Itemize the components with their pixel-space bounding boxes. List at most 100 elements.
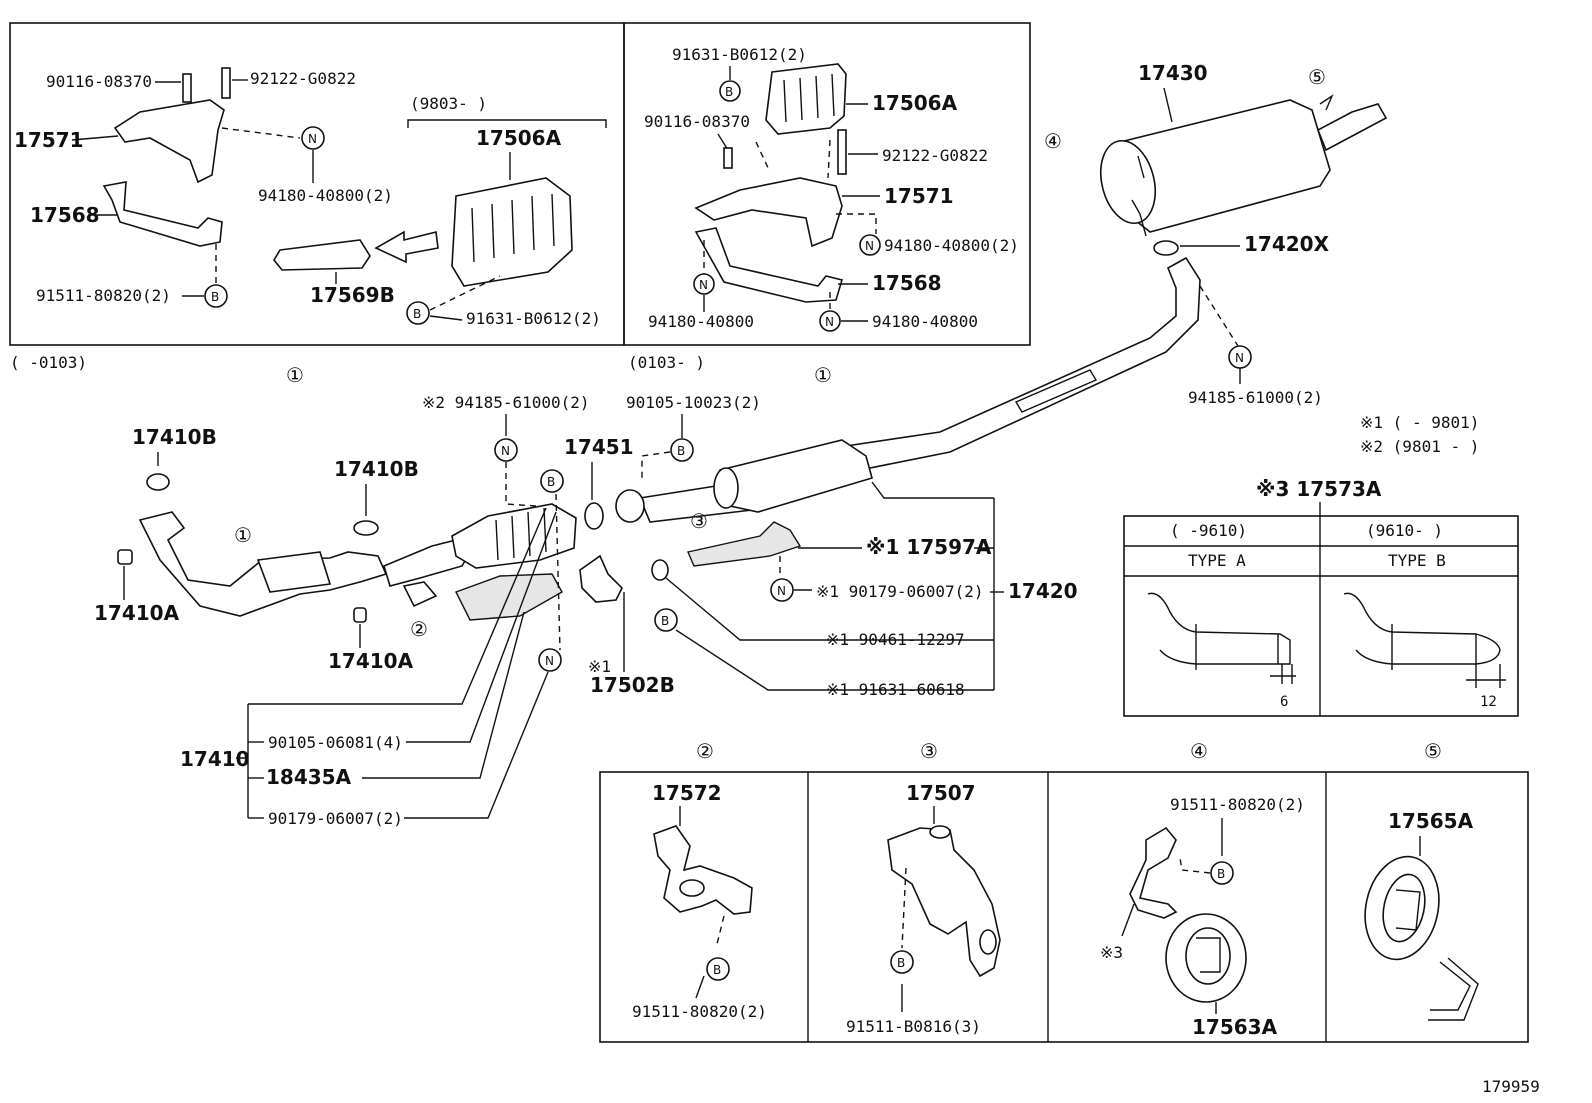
gasket-17451-icon	[584, 502, 604, 530]
svg-text:B: B	[547, 475, 555, 489]
label-17420: 17420	[1008, 579, 1078, 603]
label-17597a: ※1 17597A	[866, 535, 992, 559]
stud-icon	[837, 129, 847, 175]
tail-pipe-icon	[1316, 103, 1388, 152]
label-91631-60618: ※1 91631-60618	[826, 680, 965, 699]
gasket-icon	[353, 520, 379, 536]
inset-right-frame	[623, 22, 1031, 346]
front-muffler-icon	[715, 439, 873, 513]
bolt-b-icon: B	[890, 950, 914, 974]
bracket-17571-icon	[694, 177, 843, 248]
label-17568: 17568	[872, 271, 942, 295]
label-17569b: 17569B	[310, 283, 395, 307]
label-17572: 17572	[652, 781, 722, 805]
nut-n-icon: N	[693, 273, 715, 295]
bracket-17571-icon	[113, 99, 225, 184]
heat-insulator-17597a-icon	[687, 521, 802, 567]
type-table-title: ※3 17573A	[1256, 477, 1382, 501]
type-b-range: (9610- )	[1366, 521, 1443, 540]
label-17451: 17451	[564, 435, 634, 459]
range-bracket	[407, 119, 607, 128]
label-94180-40800-2: 94180-40800(2)	[258, 186, 393, 205]
type-a-pipe-icon	[1147, 592, 1291, 665]
label-17410b: 17410B	[132, 425, 217, 449]
label-17571: 17571	[14, 128, 84, 152]
label-90105-10023-2: 90105-10023(2)	[626, 393, 761, 412]
label-17410a: 17410A	[328, 649, 414, 673]
bolt-b-icon: B	[670, 438, 694, 462]
nut-icon	[117, 549, 133, 565]
clamp-17502b-icon	[579, 554, 623, 603]
svg-text:N: N	[825, 315, 834, 329]
bolt-b-icon: B	[540, 469, 564, 493]
label-17506a: 17506A	[476, 126, 562, 150]
type-table-frame	[1123, 515, 1519, 717]
bolt-b-icon: B	[1210, 861, 1234, 885]
hanger-17572-icon	[653, 825, 753, 915]
nut-n-icon: N	[301, 126, 325, 150]
bolt-b-icon: B	[204, 284, 228, 308]
svg-text:B: B	[677, 444, 685, 458]
label-17410b: 17410B	[334, 457, 419, 481]
label-17506a: 17506A	[872, 91, 958, 115]
pre-catalyst-icon	[256, 551, 332, 593]
circled-4-detail: ④	[1190, 739, 1208, 763]
svg-text:N: N	[865, 239, 874, 253]
label-17420x: 17420X	[1244, 232, 1330, 256]
label-94180-40800: 94180-40800	[648, 312, 754, 331]
svg-text:N: N	[501, 444, 510, 458]
label-94180-40800: 94180-40800	[872, 312, 978, 331]
type-table: ※3 17573A ( -9610) (9610- ) TYPE A TYPE …	[1123, 477, 1519, 717]
circled-1-right: ①	[814, 363, 832, 387]
rear-muffler-group: 17430 ⑤ ④ 17420X	[1044, 61, 1388, 256]
type-b-label: TYPE B	[1388, 551, 1446, 570]
gasket-17420x-icon	[1153, 240, 1179, 256]
exhaust-pipe-group: N 94185-61000(2)	[615, 256, 1323, 523]
circled-1-left: ①	[286, 363, 304, 387]
detail-boxes: 17572 B 91511-80820(2) 17507 B 91511-B08…	[599, 771, 1529, 1043]
circled-2: ②	[410, 617, 428, 641]
label-17410: 17410	[180, 747, 250, 771]
label-17410a: 17410A	[94, 601, 180, 625]
label-17568: 17568	[30, 203, 100, 227]
flange-icon	[615, 489, 645, 523]
label-18435a: 18435A	[266, 765, 352, 789]
stud-icon	[182, 67, 231, 103]
note-3-marker: ※3	[1100, 943, 1123, 962]
heat-insulator-17506a-icon	[765, 63, 847, 135]
bolt-icon	[723, 147, 733, 169]
nut-n-icon: N	[859, 234, 881, 256]
svg-text:N: N	[777, 584, 786, 598]
note-2: ※2 (9801 - )	[1360, 437, 1479, 456]
bracket-17568-icon	[102, 181, 223, 247]
label-91511-80820-2: 91511-80820(2)	[1170, 795, 1305, 814]
heat-insulator-18435a-icon	[455, 573, 563, 621]
label-90179-06007-2-note1: ※1 90179-06007(2)	[816, 582, 984, 601]
nut-n-icon: N	[770, 578, 794, 602]
type-a-dim: 6	[1280, 694, 1288, 710]
label-91511-80820-2: 91511-80820(2)	[632, 1002, 767, 1021]
svg-text:N: N	[308, 132, 317, 146]
label-90105-06081-4: 90105-06081(4)	[268, 733, 403, 752]
type-b-pipe-icon	[1343, 592, 1501, 665]
label-92122-g0822: 92122-G0822	[882, 146, 988, 165]
label-91511-b0816-3: 91511-B0816(3)	[846, 1017, 981, 1036]
bracket-icon	[402, 581, 438, 608]
label-90116-08370: 90116-08370	[46, 72, 152, 91]
svg-text:B: B	[661, 614, 669, 628]
svg-text:B: B	[725, 85, 733, 99]
gasket-icon	[146, 473, 170, 491]
label-90179-06007-2: 90179-06007(2)	[268, 809, 403, 828]
inset-left: (9803- ) 90116-08370 92122-G0822 17571 N…	[9, 22, 625, 346]
inset-right-range-bottom: (0103- )	[628, 353, 705, 372]
label-90461-12297: ※1 90461-12297	[826, 630, 965, 649]
label-94185-61000-2-note2: ※2 94185-61000(2)	[422, 393, 590, 412]
type-b-dim: 12	[1480, 694, 1497, 710]
circled-5-detail: ⑤	[1424, 739, 1442, 763]
svg-text:B: B	[1217, 867, 1225, 881]
label-17571: 17571	[884, 184, 954, 208]
nut-n-icon: N	[494, 438, 518, 462]
label-17502b-note: ※1	[588, 657, 611, 676]
note-1: ※1 ( - 9801)	[1360, 413, 1479, 432]
label-91631-b0612-2: 91631-B0612(2)	[672, 45, 807, 64]
